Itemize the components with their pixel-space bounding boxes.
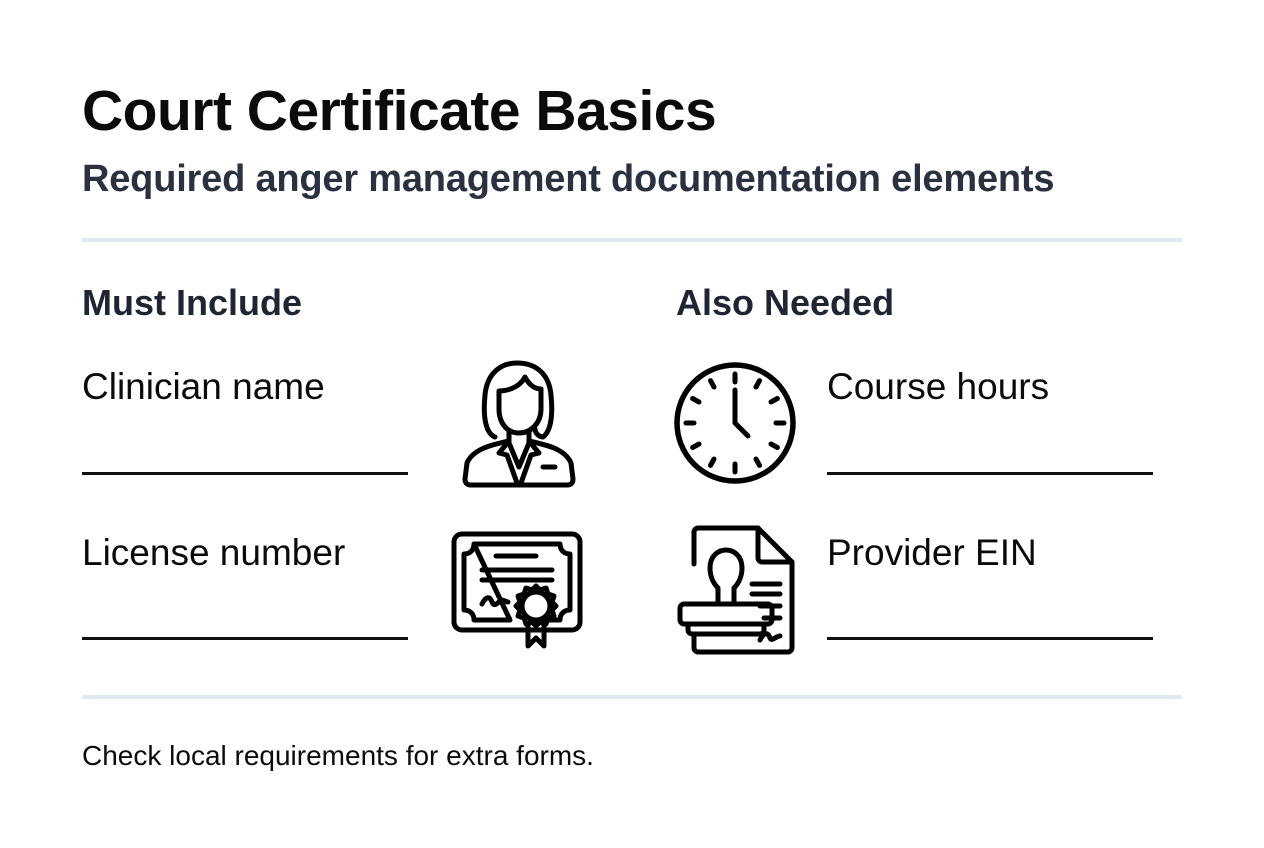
- stamp-document-icon: [677, 525, 795, 655]
- clinician-icon: [462, 360, 576, 488]
- page-title: Court Certificate Basics: [82, 79, 717, 143]
- field-label: Clinician name: [82, 366, 325, 407]
- fill-in-line[interactable]: [827, 472, 1153, 475]
- field-label: Provider EIN: [827, 532, 1037, 573]
- bottom-divider: [82, 695, 1182, 699]
- fill-in-line[interactable]: [827, 637, 1153, 640]
- fill-in-line[interactable]: [82, 637, 408, 640]
- field-label: Course hours: [827, 366, 1050, 407]
- field-label: License number: [82, 532, 346, 573]
- top-divider: [82, 238, 1182, 242]
- footer-note: Check local requirements for extra forms…: [82, 740, 594, 771]
- clock-icon: [674, 362, 796, 484]
- page-subtitle: Required anger management documentation …: [82, 158, 1055, 200]
- certificate-icon: [451, 531, 583, 649]
- section-heading-must-include: Must Include: [82, 282, 303, 323]
- fill-in-line[interactable]: [82, 472, 408, 475]
- section-heading-also-needed: Also Needed: [676, 282, 895, 323]
